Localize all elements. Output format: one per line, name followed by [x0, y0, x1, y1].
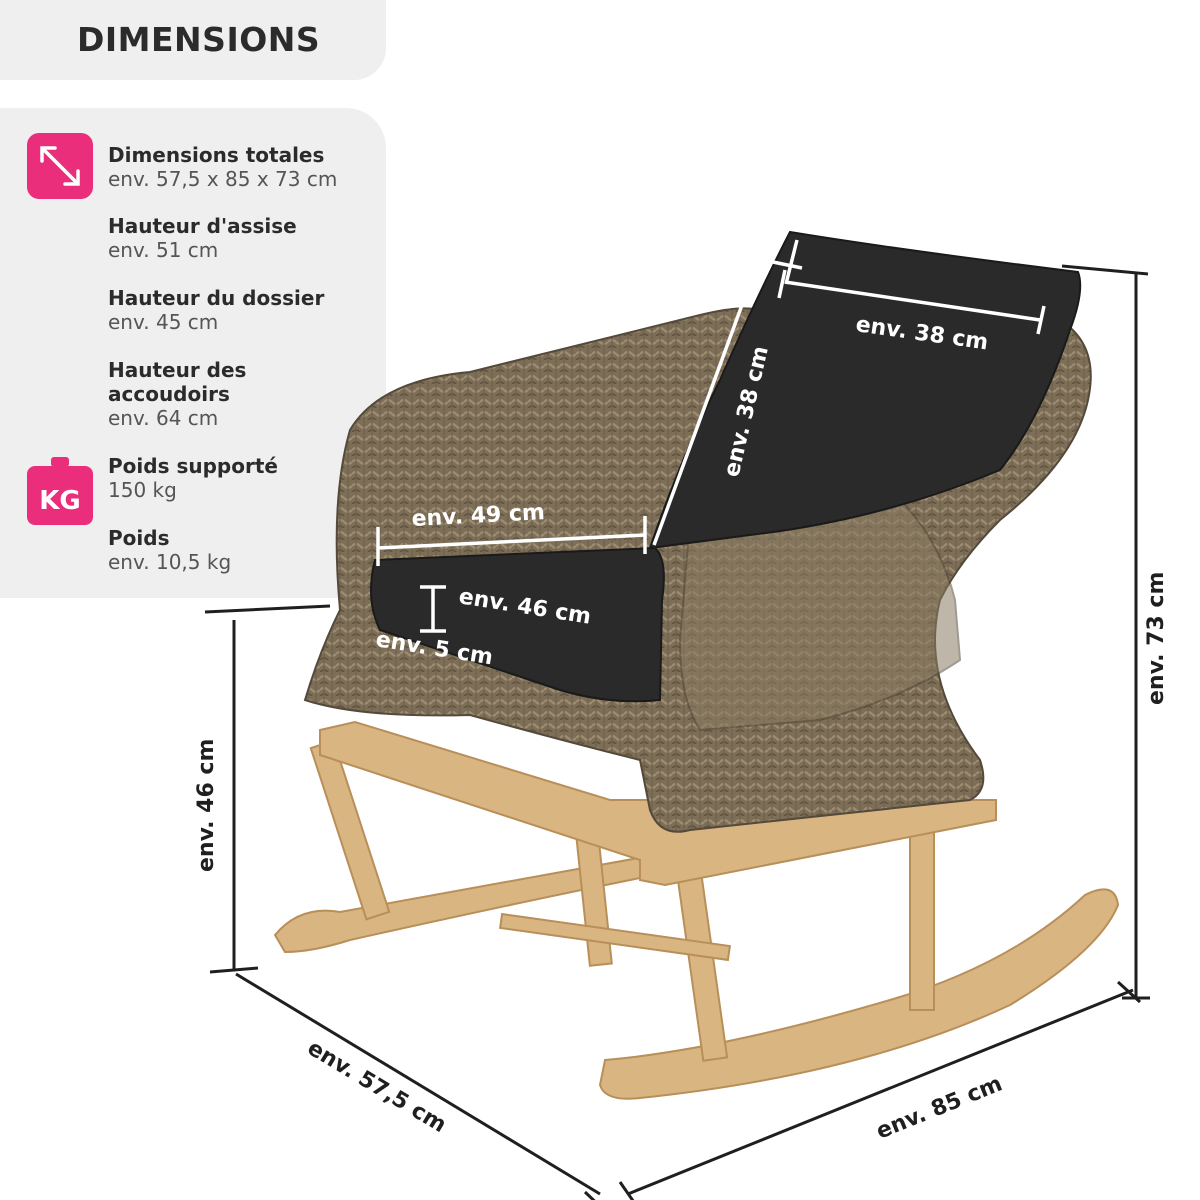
spec-label: Hauteur d'assise — [108, 214, 297, 238]
spec-total-dimensions: Dimensions totales env. 57,5 x 85 x 73 c… — [108, 143, 337, 191]
spec-label: Hauteur du dossier — [108, 286, 325, 310]
spec-value: env. 10,5 kg — [108, 550, 232, 574]
spec-label: Poids — [108, 526, 170, 550]
spec-value: env. 51 cm — [108, 238, 219, 262]
page-title: DIMENSIONS — [77, 20, 321, 59]
spec-max-load: Poids supporté 150 kg — [108, 454, 278, 502]
spec-back-height: Hauteur du dossier env. 45 cm — [108, 286, 324, 334]
spec-weight: Poids env. 10,5 kg — [108, 526, 231, 574]
label-seat-height: env. 46 cm — [194, 739, 219, 872]
weight-kg-icon: KG — [27, 457, 93, 525]
cushion-dimension-lines — [376, 239, 1046, 633]
spec-label: Dimensions totales — [108, 143, 325, 167]
outer-dimension-lines — [204, 264, 1150, 1200]
label-total-height: env. 73 cm — [1144, 572, 1169, 705]
spec-value: 150 kg — [108, 478, 177, 502]
spec-label: Poids supporté — [108, 454, 278, 478]
label-depth: env. 57,5 cm — [303, 1036, 451, 1138]
spec-value: env. 45 cm — [108, 310, 219, 334]
kg-icon-text: KG — [39, 486, 81, 516]
arrows-diagonal-icon — [27, 133, 93, 199]
spec-value: env. 64 cm — [108, 406, 219, 430]
spec-seat-height: Hauteur d'assise env. 51 cm — [108, 214, 297, 262]
spec-label: Hauteur des accoudoirs — [108, 358, 247, 406]
title-box: DIMENSIONS — [0, 0, 386, 80]
label-length: env. 85 cm — [873, 1071, 1006, 1144]
spec-armrest-height: Hauteur des accoudoirs env. 64 cm — [108, 358, 246, 430]
spec-value: env. 57,5 x 85 x 73 cm — [108, 167, 338, 191]
